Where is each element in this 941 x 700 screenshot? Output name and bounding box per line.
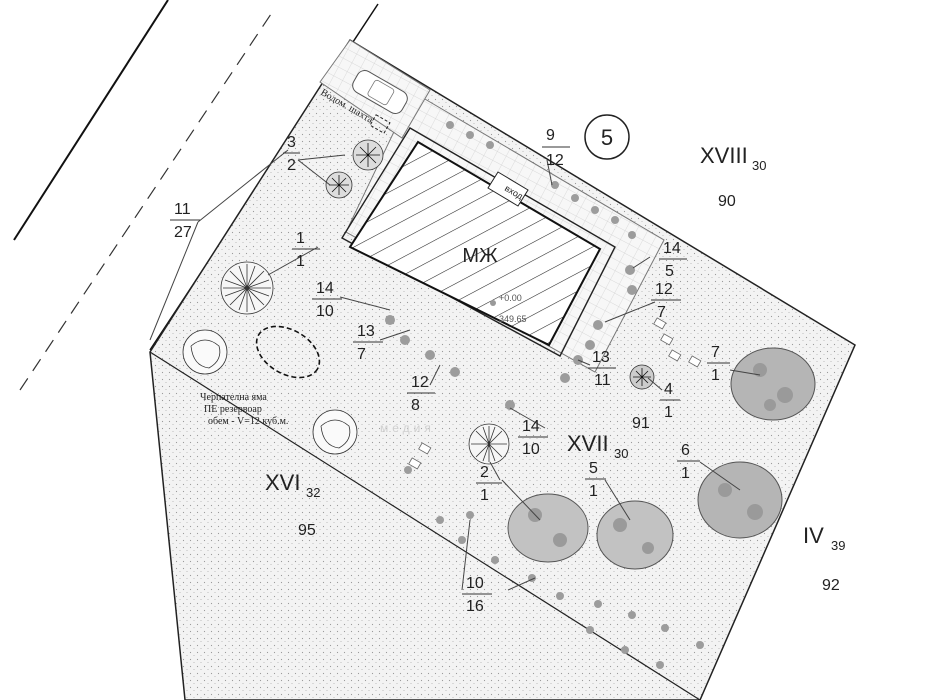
svg-text:12: 12 [655, 281, 673, 298]
septic-note-line-1: Черпателна яма [200, 392, 267, 403]
neighbor-num: 92 [822, 577, 840, 594]
plant-label: 127 [651, 281, 681, 321]
svg-text:27: 27 [174, 224, 192, 241]
svg-text:5: 5 [665, 263, 674, 280]
neighbor-xvi: XVI 32 95 [265, 470, 320, 539]
svg-text:1: 1 [296, 230, 305, 247]
plant-label: 61 [677, 442, 700, 482]
svg-text:12: 12 [546, 152, 564, 169]
neighbor-sub: 30 [614, 446, 628, 461]
svg-text:5: 5 [589, 460, 598, 477]
water-shaft-box [369, 114, 391, 134]
svg-text:2: 2 [480, 464, 489, 481]
svg-text:16: 16 [466, 598, 484, 615]
plant-label: 41 [660, 381, 680, 421]
svg-text:10: 10 [522, 441, 540, 458]
svg-text:1: 1 [589, 483, 598, 500]
neighbor-roman: IV [803, 523, 824, 548]
svg-text:1: 1 [664, 404, 673, 421]
neighbor-sub: 39 [831, 538, 845, 553]
entrance-marker [487, 171, 529, 207]
neighbor-num: 91 [632, 415, 650, 432]
road-edge-left [13, 0, 169, 241]
svg-text:7: 7 [711, 344, 720, 361]
level-abs-text: 349.65 [499, 314, 527, 324]
leader-lines [149, 149, 761, 591]
plant-label: 21 [476, 464, 502, 504]
level-zero-text: +0.00 [499, 293, 522, 303]
svg-text:2: 2 [287, 157, 296, 174]
neighbor-sub: 32 [306, 485, 320, 500]
plant-label: 71 [707, 344, 730, 384]
plant-label: 51 [585, 460, 606, 500]
neighbor-roman: XVII [567, 431, 609, 456]
neighbor-sub: 30 [752, 158, 766, 173]
svg-text:12: 12 [411, 374, 429, 391]
svg-text:1: 1 [681, 465, 690, 482]
neighbor-xviii: XVIII 30 90 [700, 143, 766, 210]
small-plants [385, 121, 704, 669]
svg-text:14: 14 [316, 280, 334, 297]
svg-text:6: 6 [681, 442, 690, 459]
svg-text:13: 13 [592, 349, 610, 366]
plant-label: 912 [542, 127, 570, 169]
plot-boundary [149, 38, 856, 700]
building-footprint [348, 140, 602, 347]
plot-south-boundary [149, 351, 701, 700]
svg-text:8: 8 [411, 397, 420, 414]
svg-text:14: 14 [522, 418, 540, 435]
neighbor-num: 95 [298, 522, 316, 539]
plant-label: 32 [283, 134, 300, 174]
neighbor-roman: XVI [265, 470, 300, 495]
shrub-groups [507, 347, 816, 570]
svg-text:9: 9 [546, 127, 555, 144]
svg-text:7: 7 [357, 346, 366, 363]
neighbor-roman: XVIII [700, 143, 748, 168]
car-icon [352, 70, 408, 114]
svg-text:1: 1 [480, 487, 489, 504]
septic-note-line-3: обем - V=12 куб.м. [208, 416, 288, 427]
svg-text:3: 3 [287, 134, 296, 151]
svg-text:13: 13 [357, 323, 375, 340]
svg-text:4: 4 [664, 381, 673, 398]
septic-note-line-2: ПЕ резервоар [204, 404, 262, 415]
neighbor-xvii: XVII 30 91 [567, 415, 650, 461]
plant-label: 128 [407, 374, 435, 414]
building-outline-outer [341, 127, 616, 357]
watermark: медия [380, 421, 435, 435]
plot-number: 5 [601, 125, 613, 150]
tree-symbols [182, 139, 655, 465]
svg-text:11: 11 [594, 372, 611, 389]
svg-text:10: 10 [316, 303, 334, 320]
svg-text:14: 14 [663, 240, 681, 257]
plot-number-circle [584, 114, 630, 160]
building-label: МЖ [462, 245, 498, 267]
neighbor-iv: IV 39 92 [803, 523, 845, 594]
svg-text:10: 10 [466, 575, 484, 592]
septic-tank [255, 325, 321, 379]
neighbor-num: 90 [718, 193, 736, 210]
road-axis [19, 7, 276, 391]
svg-text:1: 1 [296, 253, 305, 270]
plant-label: 145 [659, 240, 687, 280]
stepping-stones [408, 317, 702, 470]
svg-text:11: 11 [174, 201, 191, 218]
level-marker: +0.00 349.65 [490, 293, 527, 324]
plant-label: 137 [353, 323, 383, 363]
svg-text:7: 7 [657, 304, 666, 321]
svg-text:1: 1 [711, 367, 720, 384]
plant-label: 11 [292, 230, 320, 270]
